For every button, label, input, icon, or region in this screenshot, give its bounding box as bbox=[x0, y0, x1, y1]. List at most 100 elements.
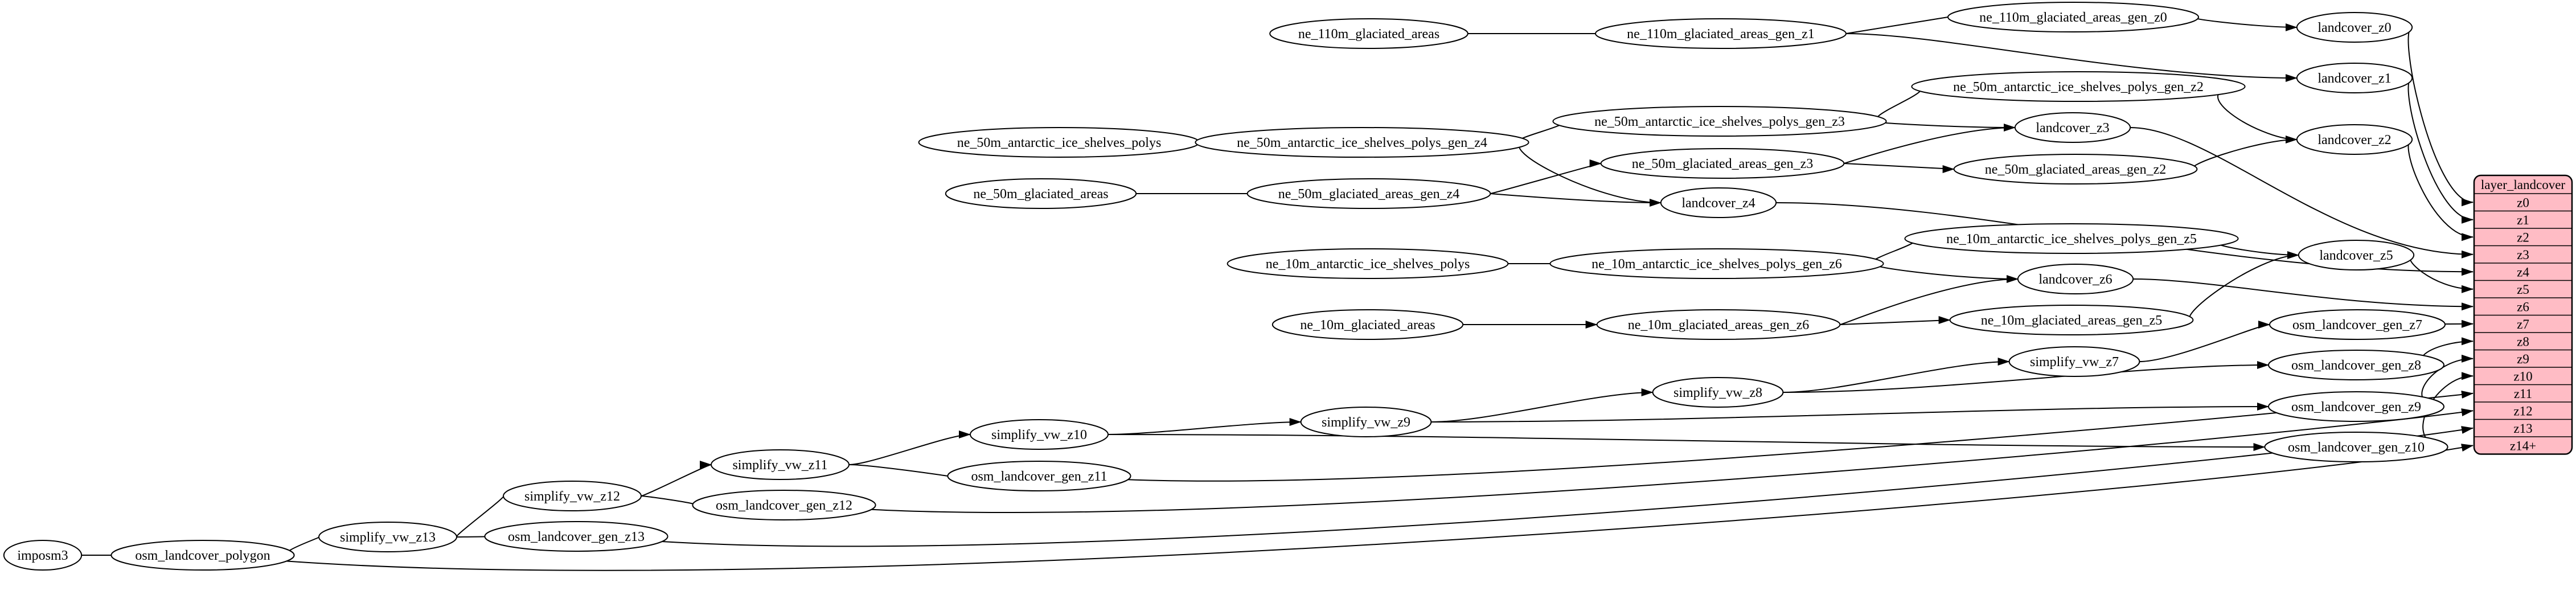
node-osm_landcover_polygon: osm_landcover_polygon bbox=[110, 540, 295, 571]
node-ellipse-simplify_vw_z7 bbox=[2008, 346, 2140, 377]
node-ellipse-landcover_z0 bbox=[2296, 12, 2413, 43]
table-row-z14+: z14+ bbox=[2510, 438, 2536, 453]
node-landcover_z6: landcover_z6 bbox=[2017, 264, 2134, 294]
edge-simplify_vw_z11-to-osm_landcover_gen_z11 bbox=[848, 464, 959, 480]
edge-landcover_z1-to-z1 bbox=[2407, 77, 2474, 224]
node-label-ne_10m_antarctic_ice_shelves_polys: ne_10m_antarctic_ice_shelves_polys bbox=[1266, 257, 1470, 272]
edge-simplify_vw_z13-to-simplify_vw_z12 bbox=[456, 492, 515, 538]
table-row-z9: z9 bbox=[2517, 352, 2529, 366]
edge-osm_landcover_gen_z13-to-z13 bbox=[662, 426, 2474, 547]
table-row-z7: z7 bbox=[2517, 317, 2529, 331]
node-ellipse-ne_110m_glaciated_areas_gen_z0 bbox=[1947, 2, 2199, 32]
node-label-osm_landcover_gen_z8: osm_landcover_gen_z8 bbox=[2291, 358, 2421, 373]
node-ne_50m_antarctic_ice_shelves_polys_gen_z3: ne_50m_antarctic_ice_shelves_polys_gen_z… bbox=[1552, 106, 1887, 137]
node-ellipse-simplify_vw_z10 bbox=[970, 419, 1109, 450]
node-ellipse-osm_landcover_gen_z12 bbox=[692, 490, 876, 520]
node-label-ne_50m_glaciated_areas_gen_z4: ne_50m_glaciated_areas_gen_z4 bbox=[1278, 187, 1460, 202]
node-label-simplify_vw_z7: simplify_vw_z7 bbox=[2030, 355, 2119, 370]
node-osm_landcover_gen_z11: osm_landcover_gen_z11 bbox=[947, 461, 1131, 491]
edge-landcover_z3-to-z3 bbox=[2130, 127, 2474, 259]
node-ellipse-ne_10m_antarctic_ice_shelves_polys_gen_z5 bbox=[1904, 223, 2239, 254]
table-row-z10: z10 bbox=[2513, 369, 2532, 383]
node-ellipse-landcover_z5 bbox=[2298, 240, 2415, 270]
table-row-z12: z12 bbox=[2513, 404, 2532, 418]
edge-osm_landcover_gen_z12-to-z12 bbox=[871, 408, 2474, 513]
edge-ne_50m_antarctic_ice_shelves_polys_gen_z3-to-landcover_z3 bbox=[1876, 121, 2016, 132]
node-label-osm_landcover_gen_z13: osm_landcover_gen_z13 bbox=[508, 530, 645, 544]
node-ellipse-ne_50m_glaciated_areas bbox=[945, 178, 1137, 209]
node-ellipse-ne_50m_antarctic_ice_shelves_polys_gen_z4 bbox=[1195, 127, 1529, 158]
node-label-simplify_vw_z8: simplify_vw_z8 bbox=[1673, 386, 1762, 400]
node-label-ne_50m_antarctic_ice_shelves_polys_gen_z2: ne_50m_antarctic_ice_shelves_polys_gen_z… bbox=[1953, 80, 2204, 95]
edge-ne_10m_glaciated_areas_gen_z6-to-ne_10m_glaciated_areas_gen_z5 bbox=[1840, 316, 1951, 325]
node-label-ne_50m_antarctic_ice_shelves_polys_gen_z4: ne_50m_antarctic_ice_shelves_polys_gen_z… bbox=[1237, 136, 1487, 150]
node-ellipse-ne_10m_glaciated_areas bbox=[1271, 309, 1464, 340]
edge-simplify_vw_z11-to-simplify_vw_z10 bbox=[848, 430, 971, 465]
node-ellipse-simplify_vw_z11 bbox=[711, 449, 850, 480]
node-ne_50m_glaciated_areas_gen_z3: ne_50m_glaciated_areas_gen_z3 bbox=[1600, 148, 1845, 179]
node-label-ne_10m_glaciated_areas_gen_z6: ne_10m_glaciated_areas_gen_z6 bbox=[1628, 318, 1810, 333]
node-landcover_z4: landcover_z4 bbox=[1660, 187, 1777, 218]
node-ne_110m_glaciated_areas_gen_z0: ne_110m_glaciated_areas_gen_z0 bbox=[1947, 2, 2199, 32]
edge-landcover_z0-to-z0 bbox=[2407, 27, 2474, 207]
edge-landcover_z2-to-z2 bbox=[2407, 139, 2474, 241]
node-label-ne_50m_antarctic_ice_shelves_polys_gen_z3: ne_50m_antarctic_ice_shelves_polys_gen_z… bbox=[1594, 114, 1845, 129]
edge-ne_110m_glaciated_areas_gen_z1-to-ne_110m_glaciated_areas_gen_z0 bbox=[1845, 13, 1960, 34]
node-simplify_vw_z13: simplify_vw_z13 bbox=[318, 522, 457, 552]
node-label-landcover_z0: landcover_z0 bbox=[2317, 20, 2391, 35]
node-ellipse-ne_110m_glaciated_areas_gen_z1 bbox=[1595, 18, 1847, 49]
node-ne_10m_antarctic_ice_shelves_polys_gen_z5: ne_10m_antarctic_ice_shelves_polys_gen_z… bbox=[1904, 223, 2239, 254]
node-landcover_z5: landcover_z5 bbox=[2298, 240, 2415, 270]
node-label-ne_10m_antarctic_ice_shelves_polys_gen_z6: ne_10m_antarctic_ice_shelves_polys_gen_z… bbox=[1591, 257, 1842, 272]
node-ellipse-osm_landcover_gen_z7 bbox=[2269, 309, 2446, 340]
table-row-z0: z0 bbox=[2517, 195, 2529, 210]
node-ne_50m_glaciated_areas_gen_z4: ne_50m_glaciated_areas_gen_z4 bbox=[1246, 178, 1491, 209]
node-imposm3: imposm3 bbox=[3, 540, 83, 571]
edge-simplify_vw_z10-to-osm_landcover_gen_z10 bbox=[1107, 434, 2266, 451]
node-label-ne_110m_glaciated_areas: ne_110m_glaciated_areas bbox=[1298, 27, 1439, 42]
node-ellipse-osm_landcover_gen_z8 bbox=[2268, 350, 2444, 380]
node-osm_landcover_gen_z9: osm_landcover_gen_z9 bbox=[2268, 391, 2444, 422]
node-ne_50m_glaciated_areas_gen_z2: ne_50m_glaciated_areas_gen_z2 bbox=[1953, 154, 2198, 184]
edge-simplify_vw_z7-to-osm_landcover_gen_z7 bbox=[2139, 321, 2270, 362]
edge-ne_10m_glaciated_areas_gen_z5-to-landcover_z5 bbox=[2189, 251, 2299, 321]
node-label-simplify_vw_z11: simplify_vw_z11 bbox=[732, 458, 827, 473]
edge-ne_50m_glaciated_areas_gen_z2-to-landcover_z2 bbox=[2192, 136, 2298, 170]
edge-ne_10m_antarctic_ice_shelves_polys_gen_z6-to-landcover_z6 bbox=[1873, 263, 2019, 283]
node-osm_landcover_gen_z13: osm_landcover_gen_z13 bbox=[484, 521, 668, 552]
table-row-z6: z6 bbox=[2517, 300, 2529, 314]
edge-ne_110m_glaciated_areas_gen_z1-to-landcover_z1 bbox=[1845, 33, 2298, 82]
edge-simplify_vw_z8-to-simplify_vw_z7 bbox=[1783, 358, 2010, 393]
node-label-ne_10m_antarctic_ice_shelves_polys_gen_z5: ne_10m_antarctic_ice_shelves_polys_gen_z… bbox=[1946, 232, 2197, 247]
edge-osm_landcover_polygon-to-z14+ bbox=[286, 444, 2474, 571]
table-row-z4: z4 bbox=[2517, 265, 2529, 279]
node-ellipse-osm_landcover_gen_z11 bbox=[947, 461, 1131, 491]
node-ellipse-ne_50m_glaciated_areas_gen_z2 bbox=[1953, 154, 2198, 184]
node-label-ne_10m_glaciated_areas_gen_z5: ne_10m_glaciated_areas_gen_z5 bbox=[1981, 313, 2163, 328]
node-ne_50m_antarctic_ice_shelves_polys_gen_z2: ne_50m_antarctic_ice_shelves_polys_gen_z… bbox=[1911, 71, 2246, 102]
node-ellipse-landcover_z1 bbox=[2296, 63, 2413, 93]
edge-ne_110m_glaciated_areas_gen_z0-to-landcover_z0 bbox=[2193, 17, 2298, 31]
table-row-z11: z11 bbox=[2514, 387, 2532, 401]
table-title: layer_landcover bbox=[2481, 178, 2565, 192]
edge-simplify_vw_z9-to-simplify_vw_z8 bbox=[1431, 388, 1654, 423]
node-landcover_z0: landcover_z0 bbox=[2296, 12, 2413, 43]
node-ellipse-ne_50m_glaciated_areas_gen_z3 bbox=[1600, 148, 1845, 179]
node-label-osm_landcover_gen_z9: osm_landcover_gen_z9 bbox=[2291, 400, 2421, 415]
node-label-ne_10m_glaciated_areas: ne_10m_glaciated_areas bbox=[1300, 318, 1435, 333]
table-row-z2: z2 bbox=[2517, 230, 2529, 244]
node-label-landcover_z5: landcover_z5 bbox=[2319, 248, 2393, 263]
node-label-ne_110m_glaciated_areas_gen_z1: ne_110m_glaciated_areas_gen_z1 bbox=[1627, 27, 1815, 42]
node-label-simplify_vw_z10: simplify_vw_z10 bbox=[991, 428, 1087, 442]
node-ne_10m_glaciated_areas_gen_z6: ne_10m_glaciated_areas_gen_z6 bbox=[1596, 309, 1841, 340]
edge-simplify_vw_z10-to-simplify_vw_z9 bbox=[1107, 418, 1302, 435]
edge-ne_50m_glaciated_areas_gen_z3-to-ne_50m_glaciated_areas_gen_z2 bbox=[1844, 163, 1955, 173]
node-ellipse-ne_110m_glaciated_areas bbox=[1269, 18, 1469, 49]
node-ellipse-imposm3 bbox=[3, 540, 83, 571]
node-label-ne_50m_glaciated_areas_gen_z2: ne_50m_glaciated_areas_gen_z2 bbox=[1985, 162, 2167, 177]
node-label-osm_landcover_gen_z12: osm_landcover_gen_z12 bbox=[716, 498, 852, 513]
node-label-landcover_z4: landcover_z4 bbox=[1681, 196, 1755, 211]
table-row-z8: z8 bbox=[2517, 334, 2529, 348]
node-ellipse-landcover_z2 bbox=[2296, 124, 2413, 155]
edge-simplify_vw_z12-to-simplify_vw_z11 bbox=[641, 461, 712, 497]
